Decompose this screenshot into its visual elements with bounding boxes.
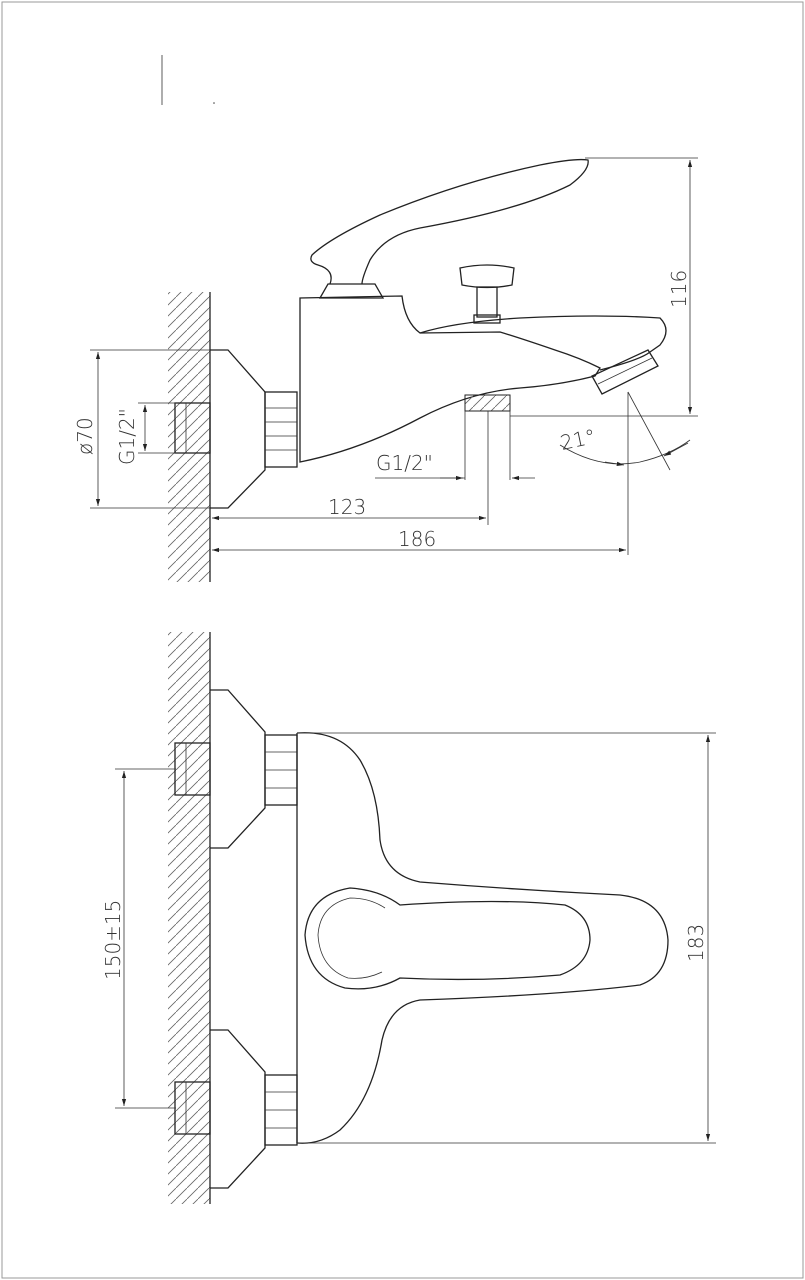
dim-outlet-thread-label: G1/2" [376,451,433,475]
corner-dot [213,102,215,104]
dim-inlet-thread-label: G1/2" [115,408,139,465]
diverter-stem [476,286,498,318]
nut-side [264,391,298,468]
dim-angle-axis [627,391,671,471]
wall-hatch-side [168,292,210,582]
mixer-body-side [299,295,601,463]
top-view: 150±15 183 [101,632,716,1204]
diverter-knob [459,264,515,289]
dim-diameter-label: ø70 [73,417,97,455]
diverter-base [473,314,501,324]
handle-top-cap [317,897,386,936]
dim-angle-arc [559,439,691,465]
dim-length-label: 183 [684,924,708,962]
aerator-side [591,349,659,395]
escutcheon-side [210,349,266,509]
handle-top-cap-lower [317,934,383,979]
aerator-line [597,357,653,385]
escutcheon-top-upper [210,689,266,849]
body-top-outline [296,732,669,1144]
dim-depth-total-label: 186 [398,527,436,551]
dim-height-label: 116 [667,270,691,308]
dim-depth-outlet-label: 123 [328,495,366,519]
lever-side [310,158,589,285]
handle-top [304,887,591,990]
handle-base-side [318,283,385,299]
inlet-stub-side [174,402,211,454]
dim-angle-label: 21° [558,424,598,455]
escutcheon-top-lower [210,1029,266,1189]
side-view: ø70 G1/2" G1/2" 116 21° 123 186 [73,157,698,582]
dim-centers-label: 150±15 [101,900,125,980]
spout-side [419,315,667,371]
outlet-thread [464,394,511,412]
wall-hatch-top [168,632,210,1204]
dim-angle-arrow-left [604,461,625,467]
dim-angle-arrow-right [663,442,689,457]
